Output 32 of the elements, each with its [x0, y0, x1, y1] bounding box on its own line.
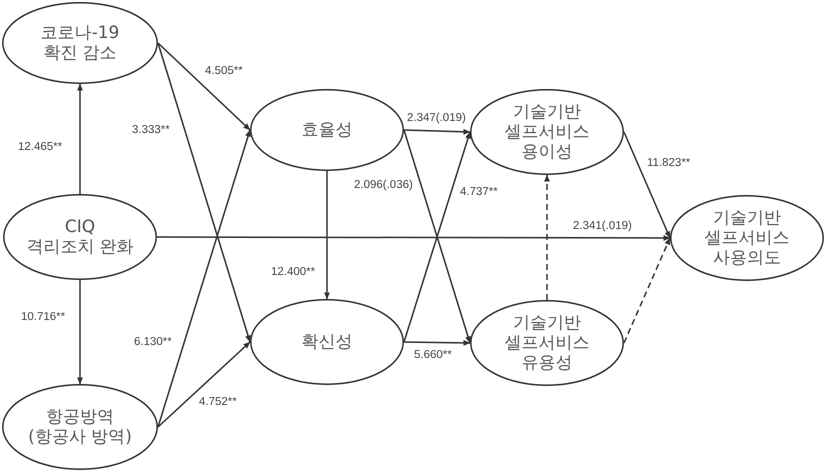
edge-label: 2.347(.019) — [406, 112, 467, 125]
node-label: 확신성 — [302, 332, 352, 352]
dashed-arrow — [623, 238, 671, 344]
dashed-arrow — [544, 174, 550, 300]
arrow — [404, 128, 470, 135]
node-label: 항공방역 (항공사 방역) — [28, 407, 132, 447]
arrow — [623, 132, 671, 238]
edge-label: 2.341(.019) — [572, 220, 633, 233]
arrow — [77, 84, 83, 194]
arrow — [404, 340, 470, 346]
edge-label: 2.096(.036) — [353, 179, 414, 192]
ellipse-node — [2, 384, 158, 470]
node-label: 효율성 — [302, 120, 352, 140]
arrow — [157, 42, 251, 342]
arrow — [77, 280, 83, 384]
node-label: 기술기반 셀프서비스 사용의도 — [704, 208, 790, 268]
node-label: 코로나-19 확진 감소 — [40, 23, 120, 63]
ellipse-node — [470, 300, 624, 386]
ellipse-node — [2, 2, 158, 84]
ellipse-node — [250, 299, 404, 385]
ellipse-node — [3, 194, 157, 280]
arrow — [324, 171, 330, 300]
ellipse-node — [470, 89, 624, 175]
arrow — [157, 42, 251, 131]
arrow — [157, 235, 670, 241]
ellipse-node — [250, 89, 404, 171]
node-label: CIQ 격리조치 완화 — [26, 217, 134, 257]
arrow — [158, 341, 250, 428]
node-label: 기술기반 셀프서비스 유용성 — [504, 313, 590, 373]
arrow — [157, 130, 251, 428]
ellipse-node — [670, 195, 824, 281]
node-label: 기술기반 셀프서비스 용이성 — [504, 102, 590, 162]
